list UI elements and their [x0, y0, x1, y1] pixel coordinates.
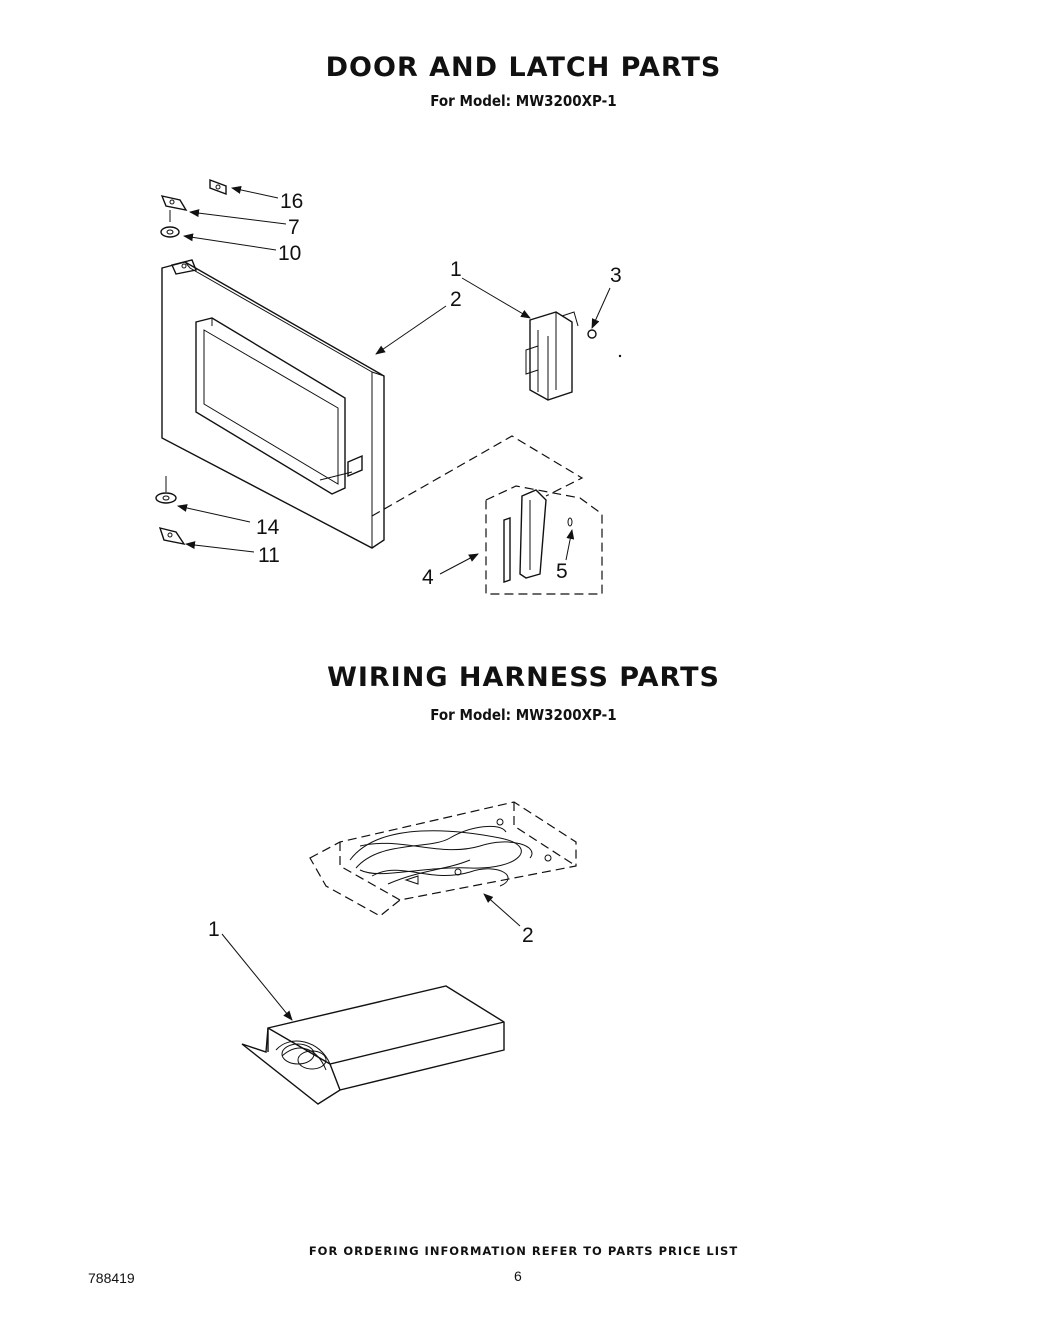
door-assembly — [161, 259, 385, 549]
ordering-note: FOR ORDERING INFORMATION REFER TO PARTS … — [308, 1244, 739, 1258]
callout-14: 14 — [256, 516, 280, 539]
hinge-parts-bottom — [155, 476, 186, 546]
wiring-harness-title: WIRING HARNESS PARTS — [327, 662, 720, 693]
callout-harness-2: 2 — [522, 924, 534, 947]
callout-1: 1 — [450, 258, 462, 281]
callout-10: 10 — [278, 242, 301, 265]
callout-11: 11 — [258, 544, 280, 567]
door-latch-callout-leaders — [177, 186, 611, 575]
callout-16: 16 — [280, 190, 303, 213]
page-number: 6 — [514, 1268, 522, 1284]
door-latch-title: DOOR AND LATCH PARTS — [325, 52, 722, 83]
callout-5: 5 — [556, 560, 568, 583]
wiring-harness-model: For Model: MW3200XP-1 — [430, 706, 617, 724]
latch-kit — [485, 485, 603, 595]
door-latch-model: For Model: MW3200XP-1 — [430, 92, 617, 110]
callout-4: 4 — [422, 566, 434, 589]
document-number: 788419 — [88, 1270, 135, 1286]
wiring-harness-kit — [309, 801, 577, 917]
latch-assembly — [525, 311, 622, 401]
hinge-parts-top — [160, 178, 227, 238]
callout-2: 2 — [450, 288, 462, 311]
callout-3: 3 — [610, 264, 622, 287]
harness-package — [241, 985, 505, 1105]
callout-7: 7 — [288, 216, 300, 239]
callout-harness-1: 1 — [208, 918, 220, 941]
